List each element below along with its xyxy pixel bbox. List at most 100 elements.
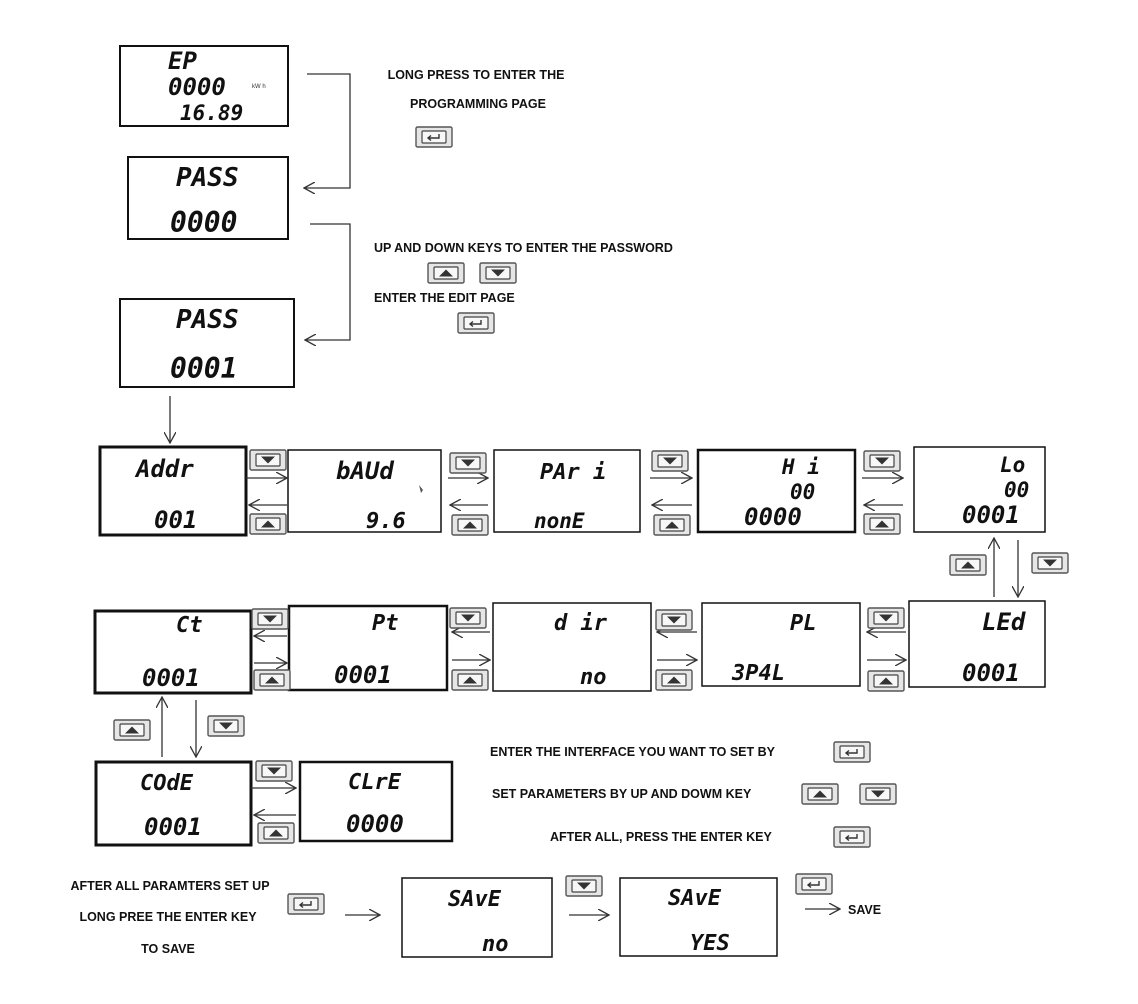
screen-lo-line3: 0001 [962, 501, 1020, 529]
down-key-icon [651, 450, 689, 472]
down-key-icon [863, 450, 901, 472]
screen-pt-line2: 0001 [334, 661, 392, 689]
down-key-icon [207, 715, 245, 737]
screen-pass-initial-line2: 0000 [170, 206, 237, 239]
down-key-icon [859, 783, 897, 805]
enter-key-icon [287, 893, 325, 915]
screen-ep-line3: 16.89 [180, 101, 243, 125]
enter-key-icon [415, 126, 453, 148]
enter-key-icon [833, 741, 871, 763]
up-key-icon [253, 669, 291, 691]
screen-ep-line1: EP [168, 47, 197, 75]
down-key-icon [251, 608, 289, 630]
screen-code: COdE 0001 [94, 760, 253, 847]
screen-pl: PL 3P4L [701, 602, 861, 687]
screen-pass-entered: PASS 0001 [119, 298, 295, 388]
screen-pl-line2: 3P4L [731, 661, 785, 686]
screen-ep: EP 0000 kW h 16.89 [119, 45, 289, 127]
arrow-pass-to-pass [305, 223, 351, 340]
screen-dir-line1: d ir [554, 611, 608, 636]
enter-key-icon [795, 873, 833, 895]
down-key-icon [867, 607, 905, 629]
screen-ct: Ct 0001 [93, 609, 253, 695]
up-key-icon [653, 514, 691, 536]
note-password: UP AND DOWN KEYS TO ENTER THE PASSWORD [374, 241, 673, 255]
screen-baud-line1: bAUd [336, 457, 394, 485]
screen-lo-line1: Lo [1000, 453, 1025, 477]
note-save-line2: LONG PREE THE ENTER KEY [79, 910, 257, 924]
screen-clre: CLrE 0000 [298, 760, 454, 843]
screen-save-no-line2: no [482, 932, 509, 957]
screen-save-yes-line2: YES [690, 931, 730, 956]
down-key-icon [1031, 552, 1069, 574]
screen-pass-initial: PASS 0000 [127, 156, 289, 240]
screen-ct-line2: 0001 [142, 664, 200, 692]
screen-pass-initial-line1: PASS [176, 163, 239, 193]
screen-save-no: SAvE no [401, 877, 553, 958]
up-key-icon [949, 554, 987, 576]
screen-pari: PAr i nonE [493, 449, 641, 533]
down-key-icon [449, 607, 487, 629]
screen-pt-line1: Pt [372, 611, 399, 636]
screen-ct-line1: Ct [176, 613, 203, 638]
screen-save-yes: SAvE YES [619, 877, 778, 957]
up-key-icon [451, 669, 489, 691]
up-key-icon [451, 514, 489, 536]
up-key-icon [655, 669, 693, 691]
screen-addr-line2: 001 [154, 506, 197, 534]
screen-addr: Addr 001 [98, 445, 248, 537]
down-key-icon [479, 262, 517, 284]
screen-hi-line3: 0000 [744, 503, 802, 531]
arrow-ep-to-pass [304, 73, 351, 188]
screen-addr-line1: Addr [134, 455, 194, 483]
note-save-line1: AFTER ALL PARAMTERS SET UP [70, 879, 269, 893]
up-key-icon [257, 822, 295, 844]
screen-pt: Pt 0001 [287, 604, 449, 692]
up-key-icon [863, 513, 901, 535]
enter-key-icon [457, 312, 495, 334]
note-long-press-line2: PROGRAMMING PAGE [410, 97, 546, 111]
instructions: LONG PRESS TO ENTER THE PROGRAMMING PAGE… [70, 68, 881, 956]
screen-ep-line2: 0000 [168, 73, 226, 101]
screen-dir-line2: no [580, 665, 607, 690]
screen-baud-line2: 9.6 [366, 509, 406, 534]
screen-led-line1: LEd [982, 608, 1026, 636]
down-key-icon [655, 609, 693, 631]
up-key-icon [867, 670, 905, 692]
note-save-line3: TO SAVE [141, 942, 195, 956]
note-save-label: SAVE [848, 903, 881, 917]
screen-pl-line1: PL [790, 611, 817, 636]
flow-arrows [162, 73, 1018, 915]
screen-code-line2: 0001 [144, 813, 202, 841]
screen-save-no-line1: SAvE [448, 887, 502, 912]
screen-clre-line2: 0000 [346, 810, 404, 838]
up-key-icon [427, 262, 465, 284]
note-edit-page: ENTER THE EDIT PAGE [374, 291, 515, 305]
up-key-icon [249, 513, 287, 535]
screen-led: LEd 0001 [908, 600, 1046, 688]
up-key-icon [113, 719, 151, 741]
up-key-icon [801, 783, 839, 805]
screen-save-yes-line1: SAvE [668, 886, 722, 911]
cursor-mark [419, 485, 423, 493]
screen-ep-unit: kW h [252, 84, 266, 90]
screen-lo-line2: 00 [1004, 478, 1029, 502]
screen-dir: d ir no [492, 602, 652, 692]
down-key-icon [449, 452, 487, 474]
note-long-press-line1: LONG PRESS TO ENTER THE [388, 68, 565, 82]
note-after-all: AFTER ALL, PRESS THE ENTER KEY [550, 830, 772, 844]
enter-key-icon [833, 826, 871, 848]
down-key-icon [565, 875, 603, 897]
screen-code-line1: COdE [140, 771, 194, 796]
screen-baud: bAUd 9.6 [287, 449, 442, 534]
screen-led-line2: 0001 [962, 659, 1020, 687]
note-set-params: SET PARAMETERS BY UP AND DOWM KEY [492, 787, 752, 801]
down-key-icon [255, 760, 293, 782]
screen-hi-line2: 00 [790, 480, 815, 504]
note-interface: ENTER THE INTERFACE YOU WANT TO SET BY [490, 745, 776, 759]
screen-pass-entered-line1: PASS [176, 305, 239, 335]
down-key-icon [249, 449, 287, 471]
screen-hi-line1: H i [781, 455, 820, 479]
screen-hi: H i 00 0000 [696, 448, 857, 534]
